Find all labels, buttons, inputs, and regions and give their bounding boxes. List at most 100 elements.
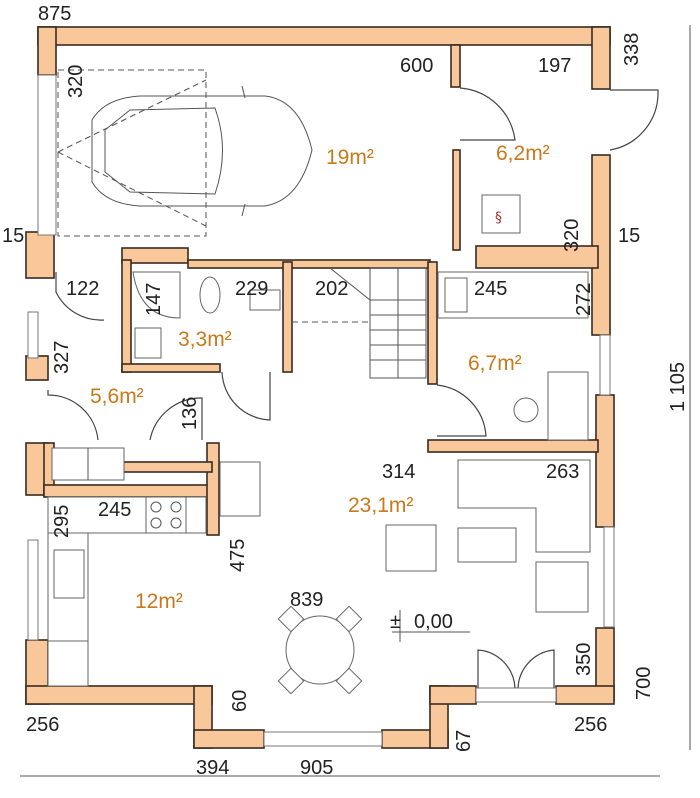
area-hall: 5,6m² bbox=[90, 385, 144, 408]
level-value: 0,00 bbox=[414, 611, 453, 633]
fridge bbox=[47, 640, 89, 687]
dim-dining-839: 839 bbox=[290, 589, 323, 611]
svg-text:§: § bbox=[495, 210, 502, 226]
wall-bottom-right bbox=[429, 685, 477, 705]
dim-kitchen-245: 245 bbox=[98, 499, 131, 521]
sofa bbox=[457, 459, 591, 553]
dim-boiler-width: 197 bbox=[538, 55, 571, 77]
room-areas: 19m² 6,2m² 3,3m² 5,6m² 6,7m² 23,1m² 12m² bbox=[90, 142, 550, 613]
dim-bottom-905: 905 bbox=[300, 757, 333, 779]
wall-right-lower bbox=[595, 394, 615, 528]
wall-left-small bbox=[25, 355, 49, 381]
door-outside-right bbox=[609, 89, 659, 151]
window-left-1 bbox=[27, 311, 39, 359]
chair-4 bbox=[335, 667, 363, 695]
sink bbox=[134, 327, 162, 359]
dining-table bbox=[285, 615, 355, 685]
dim-bottom-256-right: 256 bbox=[574, 714, 607, 736]
wall-stair-right bbox=[427, 261, 438, 385]
dim-garage-inner: 600 bbox=[400, 55, 433, 77]
wall-bath-left bbox=[121, 259, 132, 373]
wall-garage-boiler bbox=[450, 44, 461, 88]
desk-chair bbox=[513, 397, 539, 423]
dim-bath-147: 147 bbox=[143, 283, 165, 316]
dim-kitchen-475: 475 bbox=[227, 539, 249, 572]
door-boiler bbox=[459, 87, 516, 141]
desk bbox=[547, 371, 589, 441]
wall-bottom-bay bbox=[193, 729, 265, 749]
window-bottom bbox=[263, 731, 383, 747]
door-terrace-left bbox=[477, 649, 516, 689]
windows bbox=[27, 74, 615, 747]
boiler bbox=[481, 194, 521, 234]
chair-3 bbox=[277, 667, 305, 695]
door-hall-left bbox=[55, 272, 105, 321]
car bbox=[57, 69, 313, 237]
armchair-right bbox=[535, 561, 589, 613]
door-bath bbox=[221, 371, 271, 421]
doors bbox=[47, 87, 659, 689]
door-room bbox=[436, 384, 487, 437]
wall-bottom-far-right bbox=[555, 685, 615, 705]
wall-kitchen-top bbox=[43, 484, 223, 498]
wall-room-bottom bbox=[427, 439, 599, 453]
dim-bottom-256-left: 256 bbox=[26, 714, 59, 736]
terrace-door bbox=[475, 687, 557, 703]
window-right-1 bbox=[599, 334, 611, 396]
level-sign: ± bbox=[390, 611, 401, 633]
dim-stairs-202: 202 bbox=[315, 278, 348, 300]
chair-2 bbox=[335, 605, 363, 633]
wall-garage-boiler-lower bbox=[452, 149, 461, 251]
dim-bottom-67: 67 bbox=[453, 730, 475, 752]
wall-divide-1 bbox=[121, 247, 189, 264]
kitchen-sink bbox=[53, 549, 85, 599]
walls bbox=[25, 26, 615, 749]
window-left-2 bbox=[27, 539, 39, 641]
bed-pillow bbox=[444, 277, 468, 313]
door-terrace-right bbox=[517, 649, 555, 689]
armchair-left bbox=[385, 524, 437, 572]
dimension-lines bbox=[20, 25, 691, 777]
dim-boiler-320: 320 bbox=[561, 219, 583, 252]
dim-hall-136: 136 bbox=[179, 397, 201, 430]
door-hall bbox=[47, 390, 99, 441]
wall-divide-2 bbox=[475, 245, 599, 269]
dim-left-15: 15 bbox=[2, 225, 24, 247]
wall-right-top bbox=[591, 26, 611, 90]
wall-hall-partition-top bbox=[121, 461, 213, 473]
window-right-2 bbox=[603, 526, 615, 628]
dim-room-245: 245 bbox=[474, 278, 507, 300]
wall-top bbox=[37, 26, 611, 46]
dim-hall-122: 122 bbox=[66, 278, 99, 300]
wall-bath-bottom bbox=[121, 363, 221, 373]
dim-right-350: 350 bbox=[573, 643, 595, 676]
area-bathroom: 3,3m² bbox=[178, 328, 232, 351]
wall-bottom-left bbox=[25, 685, 213, 705]
chair-1 bbox=[277, 605, 305, 633]
shower-tray bbox=[132, 271, 181, 319]
dim-bottom-394: 394 bbox=[196, 757, 229, 779]
area-living: 23,1m² bbox=[348, 494, 413, 517]
coffee-table bbox=[457, 527, 517, 563]
garage-opening bbox=[37, 74, 57, 236]
dim-bath-229: 229 bbox=[235, 278, 268, 300]
dim-bottom-60: 60 bbox=[229, 690, 251, 712]
dim-right-700: 700 bbox=[633, 667, 655, 700]
wall-kitchen-partition bbox=[206, 442, 220, 536]
dim-living-263: 263 bbox=[546, 461, 579, 483]
toilet bbox=[199, 276, 221, 314]
dimensions: 875 320 600 197 338 15 320 15 122 147 22… bbox=[2, 3, 689, 779]
dim-right-top: 338 bbox=[621, 33, 643, 66]
wall-left-garage bbox=[37, 26, 57, 76]
staircase bbox=[292, 267, 427, 379]
dim-garage-depth: 320 bbox=[65, 65, 87, 98]
bidet bbox=[249, 289, 281, 311]
stove bbox=[145, 496, 187, 534]
wall-bath-right bbox=[282, 261, 293, 373]
fireplace bbox=[219, 461, 261, 517]
wall-divide-3 bbox=[187, 259, 431, 269]
dim-left-327: 327 bbox=[51, 341, 73, 374]
area-boiler: 6,2m² bbox=[496, 142, 550, 165]
area-room: 6,7m² bbox=[468, 352, 522, 375]
